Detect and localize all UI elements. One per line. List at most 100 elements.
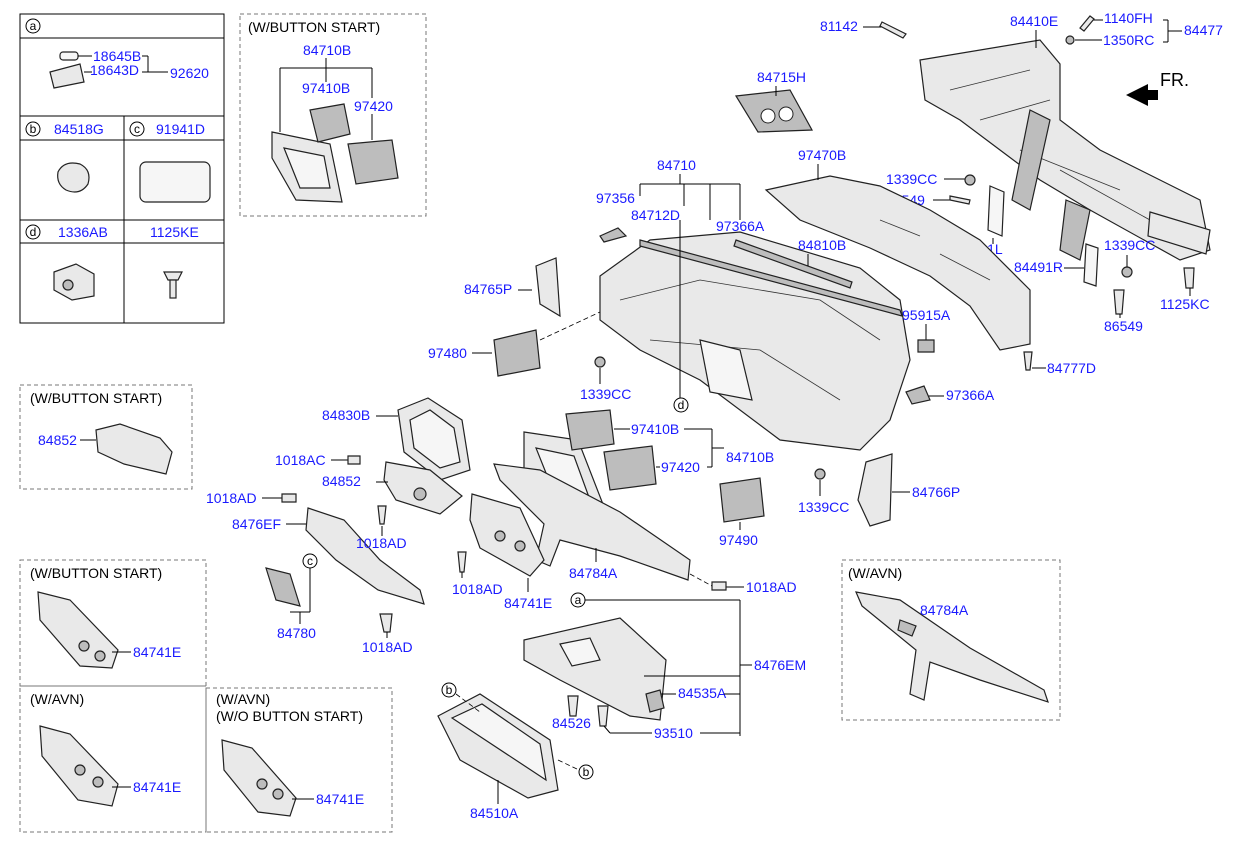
part-number-label: 84477 <box>1184 22 1223 38</box>
part-number-label: 97366A <box>946 387 995 403</box>
part-number-label: 84780 <box>277 625 316 641</box>
bracket-84491R-part <box>1083 243 1099 287</box>
cover-91941D-part <box>139 161 211 203</box>
option-box-button-start-left: (W/BUTTON START) 84852 <box>19 384 193 490</box>
option-box-avn-wo-button-start: (W/AVN) (W/O BUTTON START) 84741E <box>205 687 393 833</box>
part-number-label: 1018AD <box>452 581 503 597</box>
side-cover-84765P-part <box>535 257 561 318</box>
vent-97480-part <box>493 329 541 377</box>
part-number-label: a <box>575 593 582 607</box>
part-number-label: 84741E <box>316 791 364 807</box>
part-number-label: 84526 <box>552 715 591 731</box>
part-number-label: (W/BUTTON START) <box>30 565 162 581</box>
part-number-label: 1339CC <box>886 171 937 187</box>
lower-panel-8476EF-part <box>305 507 425 605</box>
svg-text:d: d <box>30 225 37 239</box>
part-number-label: 97356 <box>596 190 635 206</box>
part-number-label: 84712D <box>631 207 680 223</box>
glove-box-housing <box>523 617 667 721</box>
lower-panel-84741E-part <box>469 493 545 577</box>
part-number-label: 84715H <box>757 69 806 85</box>
part-number-label: 84510A <box>470 805 519 821</box>
part-number-label: 97490 <box>719 532 758 548</box>
part-number-label: 84491R <box>1014 259 1063 275</box>
glove-box-door <box>437 693 559 799</box>
crash-pad <box>599 231 911 451</box>
part-number-label: 93510 <box>654 725 693 741</box>
part-number-label: (W/BUTTON START) <box>248 19 380 35</box>
part-number-label: 1125KC <box>1160 296 1210 312</box>
svg-text:b: b <box>30 122 37 136</box>
part-number-label: 1339CC <box>798 499 849 515</box>
option-box-button-start-lower: (W/BUTTON START) 84741E <box>19 559 207 687</box>
part-number-label: 1339CC <box>1104 237 1155 253</box>
part-number-label: 95915A <box>902 307 951 323</box>
part-number-label: 1018AD <box>746 579 797 595</box>
part-number-label: 97470B <box>798 147 846 163</box>
clip-84518G-part <box>57 162 90 193</box>
option-box-button-start-top: (W/BUTTON START) 84710B 97410B 97420 <box>239 13 427 217</box>
option-box-avn: (W/AVN) 84741E <box>19 685 207 833</box>
option-box-avn-right: (W/AVN) 84784A <box>841 559 1061 721</box>
fuse-holder-part <box>49 63 85 89</box>
part-number-label: 84852 <box>38 432 77 448</box>
part-number-label: 84766P <box>912 484 960 500</box>
part-number-label: 1339CC <box>580 386 631 402</box>
part-number-label: 1018AC <box>275 452 326 468</box>
vent-97410B-part <box>565 409 615 451</box>
part-number-label: 1350RC <box>1103 32 1154 48</box>
part-number-label: 84741E <box>504 595 552 611</box>
housing-8476EM-part <box>523 617 667 721</box>
part-number-label: 8476EM <box>754 657 806 673</box>
legend-cell-b: b 84518G <box>25 121 104 193</box>
sensor-95915A-part <box>917 339 935 353</box>
part-number-label: 1018AD <box>356 535 407 551</box>
part-number-label: 84741E <box>133 644 181 660</box>
part-number-label: 86549 <box>1104 318 1143 334</box>
part-number-label: d <box>678 398 685 412</box>
garnish-84784A-part <box>493 463 691 581</box>
part-number-label: 84784A <box>569 565 618 581</box>
part-number-label: 97410B <box>631 421 679 437</box>
part-number-label: (W/BUTTON START) <box>30 390 162 406</box>
legend-cell-a: a 18645B 18643D 92620 <box>25 18 209 89</box>
part-number-label: b <box>446 683 453 697</box>
label-91941D: 91941D <box>156 121 205 137</box>
legend-grid <box>19 13 225 324</box>
part-number-label: 84852 <box>322 473 361 489</box>
part-number-label: 84810B <box>798 237 846 253</box>
label-18645B: 18645B <box>93 48 141 64</box>
part-number-label: 84710 <box>657 157 696 173</box>
defrost-grille-84810B-part <box>733 239 853 289</box>
part-number-label: 84710B <box>726 449 774 465</box>
part-number-label: (W/AVN) <box>848 565 902 581</box>
speaker-grille-97366A-part <box>905 385 931 405</box>
clip-1336AB-part <box>53 263 95 301</box>
part-number-label: 1018AD <box>362 639 413 655</box>
part-number-label: 84741E <box>133 779 181 795</box>
shroud-84852-alt-part <box>95 423 173 475</box>
legend-cell-c: c 91941D <box>129 121 211 203</box>
shroud-84852-part <box>383 461 463 515</box>
duct-97470B-part <box>764 175 1031 351</box>
label-1336AB: 1336AB <box>58 224 108 240</box>
vent-97420-part <box>603 445 657 491</box>
cowl-crossbar-assembly <box>919 39 1211 261</box>
label-1125KE: 1125KE <box>150 224 199 240</box>
part-number-label: 97480 <box>428 345 467 361</box>
damper-84535A-part <box>645 689 665 713</box>
defroster-nozzle: 84715H <box>734 69 813 133</box>
vent-97490-part <box>719 477 765 523</box>
panel-84741E-a-part <box>37 591 119 669</box>
panel-84741E-c-part <box>221 739 297 817</box>
legend-cell-e: 1125KE <box>150 224 199 299</box>
part-number-label: 97366A <box>716 218 765 234</box>
bolt-1125KE-part <box>163 271 183 281</box>
part-number-label: (W/AVN) <box>30 691 84 707</box>
part-number-label: 84535A <box>678 685 727 701</box>
label-92620: 92620 <box>170 65 209 81</box>
cover-84780-part <box>265 567 301 607</box>
part-number-label: 97410B <box>302 80 350 96</box>
legend-cell-d: d 1336AB <box>25 224 108 301</box>
